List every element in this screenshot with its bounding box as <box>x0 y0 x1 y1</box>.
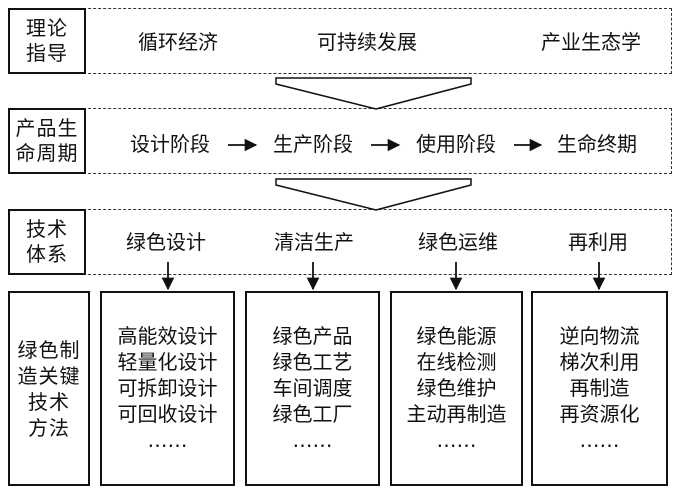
lifecycle-stage-production: 生产阶段 <box>273 132 353 156</box>
method-item-ellipsis: …… <box>436 428 477 452</box>
methods-box-green-design <box>100 291 235 486</box>
methods-list-reuse: 逆向物流 梯次利用 再制造 再资源化 …… <box>531 323 668 453</box>
theory-item-circular-economy: 循环经济 <box>138 30 218 54</box>
chevron-arrow-2 <box>275 178 472 211</box>
method-item: 可拆卸设计 <box>117 376 218 400</box>
technology-label: 技术 体系 <box>8 209 86 275</box>
technology-label-box <box>8 209 86 275</box>
method-item: 再资源化 <box>559 402 640 426</box>
technology-item-reuse: 再利用 <box>568 230 628 254</box>
methods-list-green-operation: 绿色能源 在线检测 绿色维护 主动再制造 …… <box>390 323 523 453</box>
lifecycle-label: 产品生 命周期 <box>8 108 86 174</box>
methods-label-line-4: 方法 <box>28 415 70 440</box>
theory-label-box <box>8 8 86 74</box>
method-item: 主动再制造 <box>406 402 507 426</box>
theory-item-sustainable-development: 可持续发展 <box>317 30 417 54</box>
method-item: 车间调度 <box>272 376 353 400</box>
method-item-ellipsis: …… <box>147 428 188 452</box>
method-item: 绿色工厂 <box>272 402 353 426</box>
method-item-ellipsis: …… <box>579 428 620 452</box>
lifecycle-label-line-1: 产品生 <box>15 116 79 140</box>
method-item: 绿色产品 <box>272 324 353 348</box>
theory-label-line-1: 理论 <box>26 16 68 40</box>
method-item: 逆向物流 <box>559 324 640 348</box>
technology-label-line-1: 技术 <box>26 217 68 241</box>
method-item: 轻量化设计 <box>117 350 218 374</box>
methods-box-green-operation <box>390 291 523 486</box>
methods-box-reuse <box>531 291 668 486</box>
theory-label: 理论 指导 <box>8 8 86 74</box>
technology-item-cleaner-production: 清洁生产 <box>274 230 354 254</box>
methods-label-box <box>8 291 90 486</box>
method-item: 绿色工艺 <box>272 350 353 374</box>
theory-label-line-2: 指导 <box>26 41 68 65</box>
lifecycle-stage-end-of-life: 生命终期 <box>557 132 637 156</box>
method-item: 梯次利用 <box>559 350 640 374</box>
lifecycle-label-line-2: 命周期 <box>15 141 79 165</box>
methods-label-line-1: 绿色制 <box>17 337 81 362</box>
methods-box-cleaner-production <box>245 291 380 486</box>
method-item: 高能效设计 <box>117 324 218 348</box>
method-item: 可回收设计 <box>117 402 218 426</box>
method-item-ellipsis: …… <box>292 428 333 452</box>
technology-item-green-operation: 绿色运维 <box>418 230 498 254</box>
method-item: 在线检测 <box>416 350 497 374</box>
technology-item-green-design: 绿色设计 <box>126 230 206 254</box>
method-item: 绿色维护 <box>416 376 497 400</box>
methods-label: 绿色制 造关键 技术 方法 <box>8 291 90 486</box>
methods-list-green-design: 高能效设计 轻量化设计 可拆卸设计 可回收设计 …… <box>100 323 235 453</box>
methods-label-line-2: 造关键 <box>17 363 81 388</box>
method-item: 绿色能源 <box>416 324 497 348</box>
methods-label-line-3: 技术 <box>28 389 70 414</box>
technology-label-line-2: 体系 <box>26 242 68 266</box>
methods-list-cleaner-production: 绿色产品 绿色工艺 车间调度 绿色工厂 …… <box>245 323 380 453</box>
chevron-arrow-1 <box>275 77 472 110</box>
lifecycle-stage-design: 设计阶段 <box>130 132 210 156</box>
lifecycle-stage-use: 使用阶段 <box>416 132 496 156</box>
method-item: 再制造 <box>569 376 630 400</box>
theory-item-industrial-ecology: 产业生态学 <box>541 30 641 54</box>
lifecycle-label-box <box>8 108 86 174</box>
